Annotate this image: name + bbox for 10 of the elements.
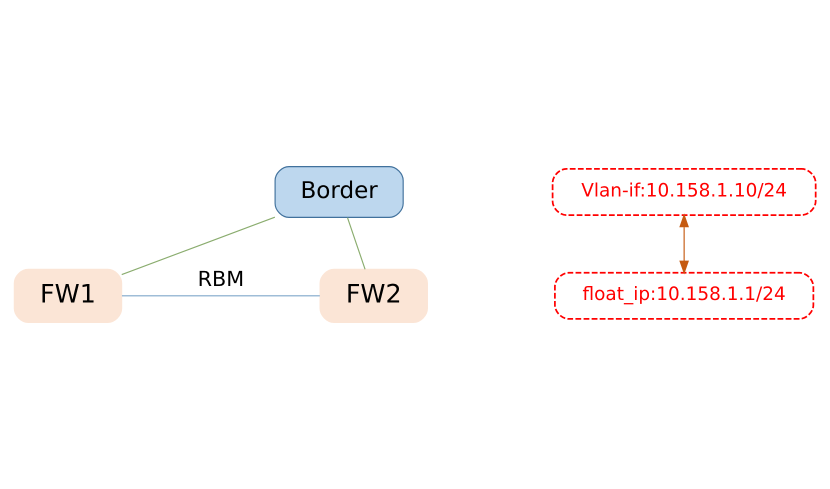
node-box: Border [274,166,404,218]
edge-label: RBM [198,266,244,291]
connector [122,295,320,296]
connector [346,218,366,270]
node-box: FW2 [320,268,428,323]
node-box: float_ip:10.158.1.1/24 [554,272,814,320]
node-box: FW1 [14,268,122,323]
arrow [679,213,689,274]
node-box: Vlan-if:10.158.1.10/24 [552,168,817,216]
connector [122,216,276,276]
